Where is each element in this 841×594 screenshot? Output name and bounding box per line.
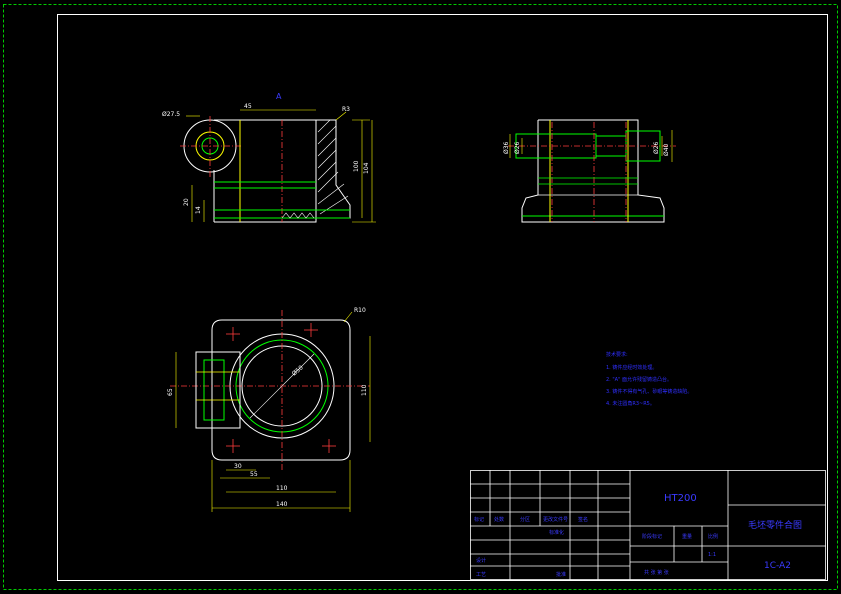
section-label: A [276, 92, 282, 101]
dim-top-chamfer: R3 [342, 106, 350, 113]
title-block-label: 工艺 [476, 572, 486, 578]
dim-plan-1: 30 [234, 463, 242, 470]
title-block-label: 设计 [476, 557, 486, 564]
scale-value: 1:1 [708, 552, 716, 558]
drawing-number: 1C-A2 [764, 561, 791, 571]
technical-notes: 技术要求: 1. 铸件应经时效处理。 2. "A" 面允许残留铸造凸台。 3. … [606, 351, 692, 407]
title-block-label: 签名 [578, 516, 588, 523]
material-text: HT200 [664, 493, 697, 504]
dim-plan-2: 55 [250, 471, 258, 478]
note-item: 1. 铸件应经时效处理。 [606, 364, 657, 371]
title-block-label: 重量 [682, 533, 692, 540]
dim-plan-right-height: 110 [361, 384, 368, 396]
plan-view [170, 310, 371, 512]
dim-plan-dia: Ø50 [291, 364, 305, 377]
section-hatch [315, 119, 351, 219]
notes-heading: 技术要求: [606, 351, 628, 358]
dim-plan-radius: R10 [354, 307, 366, 314]
note-item: 3. 铸件不得有气孔、砂眼等铸造缺陷。 [606, 388, 692, 395]
dim-top-small-b: 14 [195, 206, 202, 214]
front-section-view [180, 109, 376, 223]
dim-plan-3: 110 [276, 485, 288, 492]
dim-plan-total: 140 [276, 501, 288, 508]
title-block-label: 标记 [474, 516, 484, 523]
title-block-label: 阶段标记 [642, 533, 662, 540]
drawing-title: 毛坯零件合图 [748, 519, 802, 531]
dim-right-dia-c: Ø26 [653, 141, 660, 154]
title-block-label: 更改文件号 [543, 516, 568, 523]
drawing-frame [57, 14, 828, 581]
title-block-label: 比例 [708, 533, 718, 540]
title-block-label: 标准化 [549, 529, 564, 536]
title-block-label: 处数 [494, 516, 504, 523]
side-view [508, 119, 676, 223]
dim-plan-left-height: 65 [167, 388, 174, 396]
dim-top-left-diameter: Ø27.5 [162, 111, 180, 118]
title-block [470, 470, 826, 580]
dim-right-dia-a: Ø36 [503, 141, 510, 154]
dim-top-height-inner: 100 [353, 160, 360, 172]
outer-border [3, 4, 838, 590]
title-block-label: 分区 [520, 516, 530, 523]
dim-right-dia-d: Ø40 [663, 143, 670, 156]
sheet-text: 共 张 第 张 [644, 569, 669, 576]
dim-top-height-outer: 104 [363, 162, 370, 174]
note-item: 2. "A" 面允许残留铸造凸台。 [606, 376, 672, 383]
dim-top-small-a: 20 [183, 198, 190, 206]
dim-top-width: 45 [244, 103, 252, 110]
dim-right-dia-b: Ø26 [514, 141, 521, 154]
note-item: 4. 未注圆角R3~R5。 [606, 400, 655, 407]
title-block-label: 批准 [556, 571, 566, 578]
